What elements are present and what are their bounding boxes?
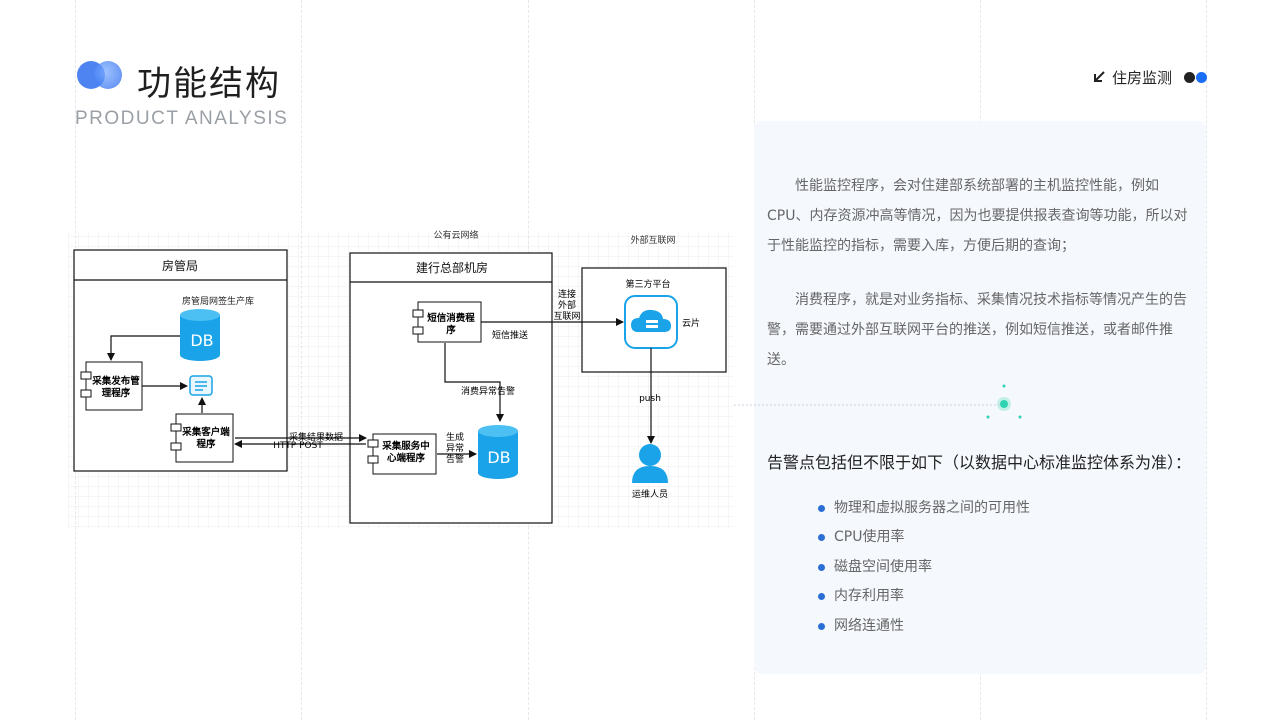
bullet-icon bbox=[818, 534, 825, 542]
page-title: 功能结构 bbox=[137, 64, 281, 104]
section-dots bbox=[1184, 71, 1208, 83]
blue-dot bbox=[1196, 71, 1208, 83]
arrow-down-left-icon bbox=[1094, 71, 1105, 82]
page-subtitle: PRODUCT ANALYSIS bbox=[75, 108, 289, 129]
sms-program-node: 短信消费程 序 bbox=[412, 301, 482, 343]
svg-text:短信消费程: 短信消费程 bbox=[427, 312, 475, 324]
svg-text:序: 序 bbox=[446, 324, 456, 336]
consume-alert-label: 消费异常告警 bbox=[461, 385, 515, 397]
dark-dot bbox=[1184, 71, 1196, 83]
service-center-node: 采集服务中 心端程序 bbox=[367, 433, 437, 475]
user-icon bbox=[632, 444, 668, 483]
svg-text:采集服务中: 采集服务中 bbox=[381, 440, 430, 452]
cloud-caption: 云片 bbox=[682, 317, 700, 329]
database-icon: DB bbox=[478, 425, 518, 479]
bullet-icon bbox=[818, 563, 825, 571]
housing-db-caption: 房管局网签生产库 bbox=[182, 295, 254, 307]
svg-text:连接: 连接 bbox=[558, 288, 576, 300]
hq-room-box bbox=[349, 252, 553, 524]
third-party-title: 第三方平台 bbox=[625, 278, 670, 290]
db-label: DB bbox=[190, 331, 213, 350]
glow-dot-icon bbox=[986, 384, 1022, 419]
ops-person-label: 运维人员 bbox=[632, 488, 668, 500]
list-item: 磁盘空间使用率 bbox=[818, 553, 1030, 582]
list-item: CPU使用率 bbox=[818, 523, 1030, 552]
content-panel bbox=[754, 121, 1206, 674]
svg-text:异常: 异常 bbox=[446, 442, 464, 454]
housing-bureau-title: 房管局 bbox=[162, 258, 198, 273]
bullet-icon bbox=[818, 505, 825, 512]
logo-icon bbox=[77, 61, 122, 89]
svg-text:采集发布管: 采集发布管 bbox=[91, 375, 140, 387]
edge-label-http: HTTP POST bbox=[273, 441, 323, 451]
svg-text:生成: 生成 bbox=[446, 431, 464, 443]
section-tag[interactable]: 住房监测 bbox=[1092, 66, 1208, 88]
svg-text:告警: 告警 bbox=[446, 453, 464, 465]
guide-line bbox=[1206, 0, 1207, 720]
bullet-icon bbox=[818, 593, 825, 601]
sms-push-label: 短信推送 bbox=[492, 329, 528, 341]
database-icon: DB bbox=[180, 309, 220, 361]
bullet-icon bbox=[818, 622, 825, 630]
svg-text:外部: 外部 bbox=[558, 299, 576, 311]
svg-text:互联网: 互联网 bbox=[553, 311, 580, 322]
document-icon bbox=[189, 375, 213, 396]
cloud-icon bbox=[624, 295, 678, 349]
push-label: push bbox=[639, 394, 661, 404]
alert-title: 告警点包括但不限于如下（以数据中心标准监控体系为准）： bbox=[767, 453, 1192, 472]
zone-public-cloud: 公有云网络 bbox=[433, 229, 478, 241]
edge-label-data: 采集结果数据 bbox=[289, 431, 343, 443]
svg-text:程序: 程序 bbox=[196, 438, 216, 450]
publish-program-node: 采集发布管 理程序 bbox=[80, 361, 143, 411]
paragraph-performance: 性能监控程序，会对住建部系统部署的主机监控性能，例如CPU、内存资源冲高等情况，… bbox=[767, 178, 1188, 254]
list-item: 内存利用率 bbox=[818, 582, 1030, 611]
svg-text:心端程序: 心端程序 bbox=[387, 452, 426, 464]
list-item: 网络连通性 bbox=[818, 612, 1030, 641]
paragraph-consumer: 消费程序，就是对业务指标、采集情况技术指标等情况产生的告警，需要通过外部互联网平… bbox=[767, 292, 1187, 368]
architecture-diagram: 公有云网络 外部互联网 房管局 房管局网签生产库 DB 采集发布管 理程序 采集… bbox=[68, 229, 734, 528]
connector-line bbox=[734, 404, 1000, 406]
section-label: 住房监测 bbox=[1112, 68, 1173, 87]
hq-room-title: 建行总部机房 bbox=[416, 260, 488, 275]
list-item: 物理和虚拟服务器之间的可用性 bbox=[818, 494, 1030, 523]
client-program-node: 采集客户端 程序 bbox=[170, 413, 234, 463]
svg-text:采集客户端: 采集客户端 bbox=[181, 426, 230, 438]
zone-external: 外部互联网 bbox=[630, 234, 675, 246]
db-label: DB bbox=[487, 448, 510, 467]
alert-list: 物理和虚拟服务器之间的可用性 CPU使用率 磁盘空间使用率 内存利用率 网络连通… bbox=[818, 494, 1030, 641]
svg-text:理程序: 理程序 bbox=[102, 387, 131, 399]
